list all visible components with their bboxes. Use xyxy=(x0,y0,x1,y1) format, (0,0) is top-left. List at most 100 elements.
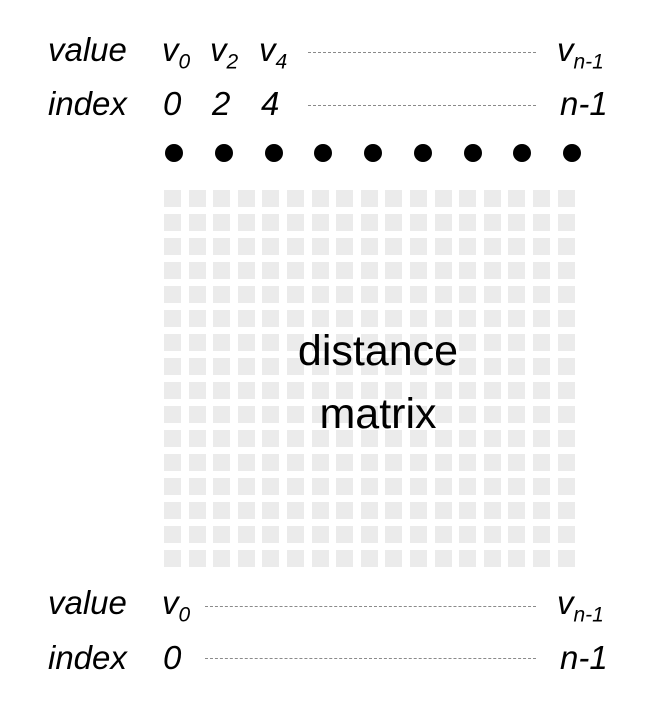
matrix-label-line2: matrix xyxy=(319,390,437,438)
matrix-cell xyxy=(213,550,231,567)
matrix-cell xyxy=(237,502,255,519)
matrix-cell xyxy=(483,454,501,471)
matrix-cell xyxy=(434,454,452,471)
matrix-cell xyxy=(213,190,231,207)
matrix-cell xyxy=(483,550,501,567)
matrix-cell xyxy=(360,214,378,231)
matrix-cell xyxy=(410,406,427,423)
matrix-cell xyxy=(287,382,304,399)
matrix-cell xyxy=(262,382,280,399)
matrix-cell xyxy=(237,454,255,471)
matrix-cell xyxy=(237,478,255,495)
matrix-cell xyxy=(237,310,255,327)
matrix-cell xyxy=(410,214,427,231)
bottom-value-label: value xyxy=(48,584,127,621)
matrix-cell xyxy=(483,382,501,399)
matrix-cell xyxy=(237,406,255,423)
matrix-cell xyxy=(533,310,550,327)
matrix-cell xyxy=(188,190,206,207)
matrix-cell xyxy=(385,358,403,375)
matrix-cell xyxy=(557,478,575,495)
matrix-cell xyxy=(360,430,378,447)
matrix-cell xyxy=(459,550,477,567)
matrix-cell xyxy=(164,334,181,351)
matrix-cell xyxy=(188,358,206,375)
matrix-cell xyxy=(188,310,206,327)
element-dot xyxy=(314,144,333,162)
matrix-cell xyxy=(557,430,575,447)
matrix-cell xyxy=(188,430,206,447)
matrix-cell xyxy=(213,358,231,375)
matrix-cell xyxy=(287,310,304,327)
top-index-ellipsis-line xyxy=(308,105,536,106)
matrix-cell xyxy=(533,286,550,303)
matrix-cell xyxy=(434,358,452,375)
matrix-cell xyxy=(287,430,304,447)
matrix-cell xyxy=(410,358,427,375)
matrix-cell xyxy=(237,262,255,279)
matrix-cell xyxy=(311,334,329,351)
matrix-cell xyxy=(287,262,304,279)
matrix-cell xyxy=(385,238,403,255)
matrix-cell xyxy=(410,382,427,399)
matrix-cell xyxy=(311,238,329,255)
matrix-cell xyxy=(434,550,452,567)
matrix-cell xyxy=(459,382,477,399)
matrix-cell xyxy=(557,286,575,303)
bottom-index-n-1: n-1 xyxy=(560,639,608,676)
matrix-cell xyxy=(385,502,403,519)
matrix-cell xyxy=(533,214,550,231)
matrix-cell xyxy=(508,382,526,399)
element-dot xyxy=(264,144,283,162)
matrix-cell xyxy=(508,478,526,495)
top-index-0: 0 xyxy=(163,85,182,122)
element-dot xyxy=(513,144,532,162)
matrix-cell xyxy=(262,478,280,495)
matrix-cell xyxy=(164,382,181,399)
top-value-label: value xyxy=(48,31,127,68)
matrix-cell xyxy=(164,406,181,423)
matrix-cell xyxy=(459,430,477,447)
matrix-cell xyxy=(311,286,329,303)
matrix-cell xyxy=(287,286,304,303)
matrix-cell xyxy=(410,502,427,519)
matrix-cell xyxy=(385,430,403,447)
matrix-cell xyxy=(533,550,550,567)
matrix-cell xyxy=(508,190,526,207)
matrix-cell xyxy=(533,406,550,423)
top-value-v0: v0 xyxy=(162,31,191,74)
matrix-cell xyxy=(336,310,354,327)
matrix-cell xyxy=(434,286,452,303)
matrix-cell xyxy=(262,358,280,375)
matrix-cell xyxy=(237,238,255,255)
matrix-cell xyxy=(434,214,452,231)
matrix-cell xyxy=(237,190,255,207)
matrix-cell xyxy=(213,334,231,351)
matrix-cell xyxy=(410,238,427,255)
matrix-cell xyxy=(557,334,575,351)
matrix-cell xyxy=(336,286,354,303)
matrix-cell xyxy=(434,478,452,495)
bottom-value-vn-1: vn-1 xyxy=(557,584,604,627)
bottom-value-v0: v0 xyxy=(162,584,191,627)
matrix-cell xyxy=(557,262,575,279)
matrix-cell xyxy=(483,526,501,543)
matrix-cell xyxy=(557,550,575,567)
matrix-cell xyxy=(360,334,378,351)
matrix-cell xyxy=(287,550,304,567)
matrix-cell xyxy=(360,550,378,567)
matrix-cell xyxy=(311,430,329,447)
matrix-cell xyxy=(188,262,206,279)
matrix-cell xyxy=(533,382,550,399)
matrix-cell xyxy=(508,238,526,255)
element-dot xyxy=(364,144,382,162)
top-value-v2: v2 xyxy=(210,31,239,74)
matrix-cell xyxy=(262,430,280,447)
element-dot xyxy=(214,144,233,162)
matrix-cell xyxy=(164,478,181,495)
matrix-cell xyxy=(459,310,477,327)
matrix-cell xyxy=(385,382,403,399)
matrix-cell xyxy=(213,262,231,279)
matrix-cell xyxy=(360,310,378,327)
matrix-cell xyxy=(164,526,181,543)
